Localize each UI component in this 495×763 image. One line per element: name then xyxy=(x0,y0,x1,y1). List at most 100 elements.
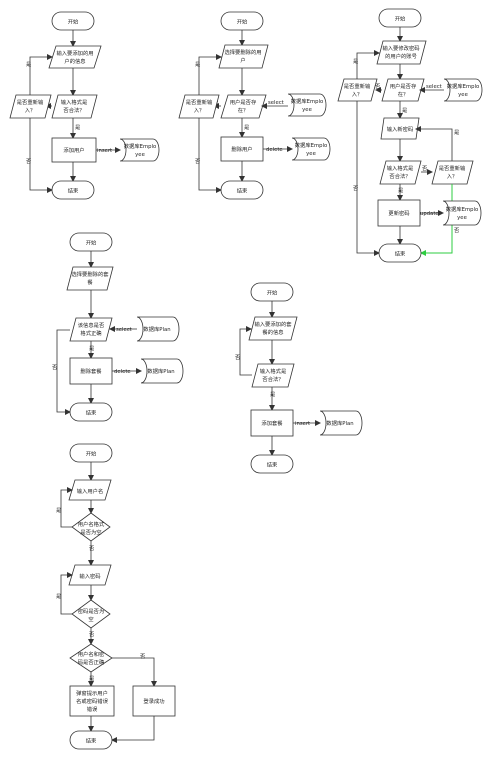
svg-text:是: 是 xyxy=(89,345,95,352)
retry-input xyxy=(178,94,220,119)
svg-text:户: 户 xyxy=(240,56,245,64)
select-user xyxy=(218,44,269,69)
svg-text:delete: delete xyxy=(266,147,283,153)
svg-text:在？: 在？ xyxy=(238,106,249,114)
svg-text:是: 是 xyxy=(402,107,408,114)
svg-text:否: 否 xyxy=(26,158,32,165)
database-plan xyxy=(319,410,363,436)
select-plan xyxy=(66,266,114,291)
svg-text:否: 否 xyxy=(89,545,95,552)
svg-text:否: 否 xyxy=(89,631,95,638)
svg-text:否合法？: 否合法？ xyxy=(262,375,283,383)
svg-text:开始: 开始 xyxy=(86,450,97,458)
svg-text:是: 是 xyxy=(270,391,276,398)
flow-update-password: 开始 输入要修改密码 的用户的账号 用户是否存 在？ 否 是 select 数据… xyxy=(337,8,483,263)
svg-text:yee: yee xyxy=(457,215,467,221)
check-credentials xyxy=(69,643,113,673)
svg-text:数据库Emplo: 数据库Emplo xyxy=(447,82,479,90)
input-password xyxy=(68,564,112,586)
check-format xyxy=(379,160,422,185)
svg-text:入？: 入？ xyxy=(25,107,36,114)
svg-text:密码是否为: 密码是否为 xyxy=(78,607,105,615)
svg-text:用户是否存: 用户是否存 xyxy=(230,98,257,106)
svg-text:是否为空: 是否为空 xyxy=(80,528,101,536)
svg-text:空: 空 xyxy=(88,615,93,623)
svg-text:select: select xyxy=(116,327,132,333)
flow-login: 开始 输入用户名 用户名格式 是否为空 是 否 输入密码 密码是否为 空 是 否… xyxy=(56,443,176,750)
svg-text:更新密码: 更新密码 xyxy=(388,209,409,217)
svg-text:结束: 结束 xyxy=(68,187,79,195)
svg-text:是: 是 xyxy=(89,675,95,682)
flow-add-user: 开始 输入要添加的用 户的信息 输入格式是 否合法？ 是 否 是否重新输 入？ … xyxy=(9,11,160,200)
end-node xyxy=(51,180,95,200)
svg-text:开始: 开始 xyxy=(86,239,97,247)
svg-text:开始: 开始 xyxy=(237,18,248,26)
svg-text:结束: 结束 xyxy=(395,250,406,258)
svg-text:格式正确: 格式正确 xyxy=(80,329,101,337)
svg-text:否合法？: 否合法？ xyxy=(63,106,84,114)
svg-text:输入格式是: 输入格式是 xyxy=(387,164,414,172)
svg-text:yee: yee xyxy=(302,107,312,113)
svg-text:添加套餐: 添加套餐 xyxy=(261,419,283,427)
svg-text:添加用户: 添加用户 xyxy=(63,146,84,154)
svg-text:是: 是 xyxy=(454,129,460,136)
svg-text:是: 是 xyxy=(353,58,359,65)
svg-text:用户名和密: 用户名和密 xyxy=(78,650,105,658)
svg-text:输入要修改密码: 输入要修改密码 xyxy=(382,44,419,52)
delete-plan-action xyxy=(69,357,113,385)
svg-text:yee: yee xyxy=(306,151,316,157)
svg-text:是: 是 xyxy=(244,124,250,131)
svg-text:insert: insert xyxy=(295,421,310,427)
svg-text:入？: 入？ xyxy=(352,91,363,98)
svg-text:yee: yee xyxy=(458,92,468,98)
svg-text:结束: 结束 xyxy=(86,409,97,417)
input-user-info xyxy=(48,45,102,69)
svg-text:在？: 在？ xyxy=(398,90,409,98)
svg-text:的用户的账号: 的用户的账号 xyxy=(385,52,417,60)
svg-text:名或密码错误: 名或密码错误 xyxy=(76,697,108,705)
database-employee xyxy=(119,138,160,162)
svg-text:数据库Plan: 数据库Plan xyxy=(143,325,170,333)
svg-text:码是否正确: 码是否正确 xyxy=(78,658,105,666)
svg-text:选择要删除的套: 选择要删除的套 xyxy=(71,270,109,278)
svg-text:否: 否 xyxy=(375,83,381,90)
check-format xyxy=(251,363,295,388)
svg-text:数据库Emplo: 数据库Emplo xyxy=(124,142,156,150)
input-plan-info xyxy=(248,316,298,341)
end-node xyxy=(250,454,294,474)
svg-text:否合法？: 否合法？ xyxy=(389,172,410,180)
svg-text:餐: 餐 xyxy=(87,278,93,286)
svg-text:select: select xyxy=(426,84,442,90)
svg-text:餐的信息: 餐的信息 xyxy=(262,328,283,336)
svg-text:数据库Emplo: 数据库Emplo xyxy=(446,205,478,213)
database-plan xyxy=(140,358,184,384)
svg-text:输入格式是: 输入格式是 xyxy=(260,367,287,375)
svg-text:错误: 错误 xyxy=(87,705,98,713)
svg-text:数据库Emplo: 数据库Emplo xyxy=(291,97,323,105)
svg-text:入？: 入？ xyxy=(447,173,458,180)
svg-text:是: 是 xyxy=(398,187,404,194)
svg-text:是: 是 xyxy=(26,61,32,68)
svg-text:否: 否 xyxy=(235,354,241,361)
check-plan xyxy=(69,317,113,342)
svg-text:输入新密码: 输入新密码 xyxy=(387,125,414,133)
svg-text:该信息是否: 该信息是否 xyxy=(78,321,105,329)
flow-delete-user: 开始 选择要删除的用 户 用户是否存 在？ 否 是 select 数据库Empl… xyxy=(178,11,331,200)
svg-text:登录成功: 登录成功 xyxy=(143,697,164,705)
end-node xyxy=(69,402,113,422)
check-user-exists xyxy=(381,78,425,102)
svg-text:输入格式是: 输入格式是 xyxy=(61,98,88,106)
svg-text:结束: 结束 xyxy=(237,187,248,195)
svg-text:输入要添加的用: 输入要添加的用 xyxy=(56,49,93,57)
svg-text:选择要删除的用: 选择要删除的用 xyxy=(224,48,261,56)
end-node xyxy=(378,243,422,263)
database-employee xyxy=(291,137,331,161)
svg-text:输入用户名: 输入用户名 xyxy=(77,487,104,495)
database-employee xyxy=(442,200,482,226)
svg-text:是否重新输: 是否重新输 xyxy=(17,98,44,106)
svg-text:结束: 结束 xyxy=(86,737,97,745)
check-format xyxy=(51,94,98,119)
retry-input xyxy=(431,160,474,185)
flow-delete-plan: 开始 选择要删除的套 餐 该信息是否 格式正确 select 数据库Plan 是… xyxy=(52,232,184,422)
